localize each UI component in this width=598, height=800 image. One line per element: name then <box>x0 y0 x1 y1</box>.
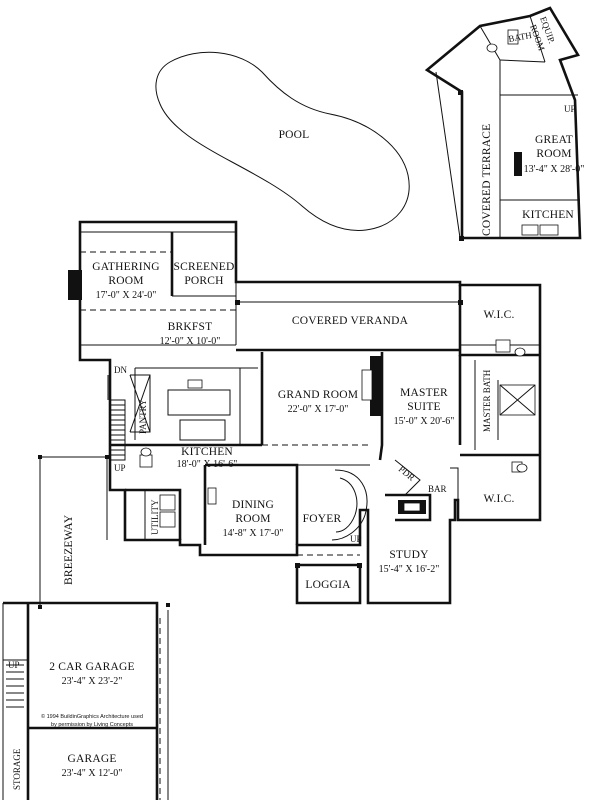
brkfst-label: BRKFST <box>168 321 213 333</box>
up-garage-label: UP <box>8 660 20 670</box>
pool-house-kitchen-label: KITCHEN <box>522 209 574 221</box>
covered-veranda-label: COVERED VERANDA <box>292 315 409 327</box>
grand-room-dim: 22'-0" X 17'-0" <box>288 404 349 415</box>
garage-label: GARAGE <box>67 753 116 765</box>
loggia-label: LOGGIA <box>305 579 351 591</box>
master-suite-label-1: MASTER <box>400 387 448 399</box>
bar-label: BAR <box>428 484 447 494</box>
pantry-label: PANTRY <box>138 399 148 434</box>
pool-house-great-room-label-2: ROOM <box>536 148 571 160</box>
pool-house-great-room-dim: 13'-4" X 28'-0" <box>524 164 585 175</box>
kitchen-label: KITCHEN <box>181 446 233 458</box>
garage-dim: 23'-4" X 12'-0" <box>62 768 123 779</box>
foyer-label: FOYER <box>303 513 342 525</box>
dn-label: DN <box>114 365 127 375</box>
pool-house-great-room-label-1: GREAT <box>535 134 573 146</box>
garage-block: 2 CAR GARAGE 23'-4" X 23'-2" © 1994 Buil… <box>2 601 170 800</box>
utility-label: UTILITY <box>150 499 160 535</box>
breezeway-label: BREEZEWAY <box>63 514 75 585</box>
study-label: STUDY <box>389 549 429 561</box>
screened-porch-label-2: PORCH <box>184 275 223 287</box>
gathering-room-label-1: GATHERING <box>92 261 160 273</box>
screened-porch-label-1: SCREENED <box>173 261 234 273</box>
pool-house: GREAT ROOM 13'-4" X 28'-0" KITCHEN COVER… <box>424 6 585 241</box>
up-stair-left-label: UP <box>114 463 126 473</box>
main-house: GATHERING ROOM 17'-0" X 24'-0" SCREENED … <box>38 220 542 609</box>
master-suite-dim: 15'-0" X 20'-6" <box>394 416 455 427</box>
garage2-label: 2 CAR GARAGE <box>49 661 134 673</box>
pool-house-up-label: UP <box>564 104 576 114</box>
garage2-dim: 23'-4" X 23'-2" <box>62 676 123 687</box>
master-bath-label: MASTER BATH <box>482 369 492 432</box>
grand-room-label: GRAND ROOM <box>278 389 358 401</box>
gathering-room-label-2: ROOM <box>108 275 143 287</box>
dining-room-dim: 14'-8" X 17'-0" <box>223 528 284 539</box>
pdr-label: PDR <box>397 464 417 483</box>
brkfst-dim: 12'-0" X 10'-0" <box>160 336 221 347</box>
gathering-room-dim: 17'-0" X 24'-0" <box>96 290 157 301</box>
storage-label: STORAGE <box>12 748 22 790</box>
dining-room-label-2: ROOM <box>235 513 270 525</box>
covered-terrace-label: COVERED TERRACE <box>481 124 493 236</box>
kitchen-dim: 18'-0" X 16'-6" <box>177 459 238 470</box>
wic-top-label: W.I.C. <box>483 309 514 321</box>
credit-line-2: by permission by Living Concepts <box>51 722 133 728</box>
wic-bottom-label: W.I.C. <box>483 493 514 505</box>
up-foyer-label: UP <box>350 534 362 544</box>
credit-line-1: © 1994 BuildinGraphics Architecture used <box>41 713 143 720</box>
study-dim: 15'-4" X 16'-2" <box>379 564 440 575</box>
dining-room-label-1: DINING <box>232 499 274 511</box>
master-suite-label-2: SUITE <box>407 401 441 413</box>
pool: POOL <box>155 51 410 231</box>
pool-label: POOL <box>279 129 310 141</box>
pool-house-bath-label: BATH <box>508 30 533 44</box>
